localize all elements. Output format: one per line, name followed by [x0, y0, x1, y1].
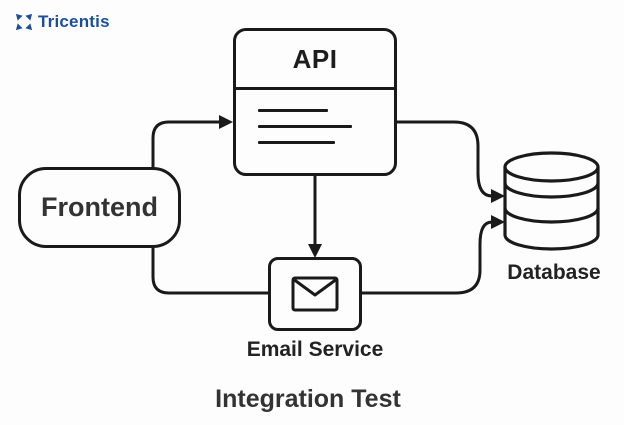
tricentis-x-icon — [15, 13, 33, 31]
node-frontend: Frontend — [18, 167, 181, 248]
envelope-icon — [291, 276, 339, 312]
arrowhead-into-database-bottom — [491, 215, 505, 229]
api-node-title: API — [236, 31, 394, 90]
api-text-line-icon — [258, 125, 352, 128]
edge-email-database — [362, 220, 493, 295]
brand-logo: Tricentis — [15, 12, 110, 32]
api-text-line-icon — [258, 109, 328, 112]
diagram-title: Integration Test — [215, 385, 401, 413]
arrowhead-into-database-top — [491, 189, 505, 203]
database-cylinder-icon — [503, 151, 600, 251]
frontend-node-label: Frontend — [41, 192, 158, 222]
arrowhead-into-email — [308, 244, 322, 258]
edge-frontend-email — [151, 248, 268, 295]
edge-api-database — [397, 120, 493, 198]
edge-frontend-api — [151, 120, 222, 167]
database-label: Database — [507, 261, 601, 284]
email-service-label: Email Service — [246, 338, 384, 361]
arrowhead-into-api — [219, 115, 233, 129]
node-api: API — [233, 28, 397, 176]
api-text-line-icon — [258, 141, 335, 144]
node-email-service — [268, 257, 362, 331]
brand-name: Tricentis — [38, 12, 110, 31]
